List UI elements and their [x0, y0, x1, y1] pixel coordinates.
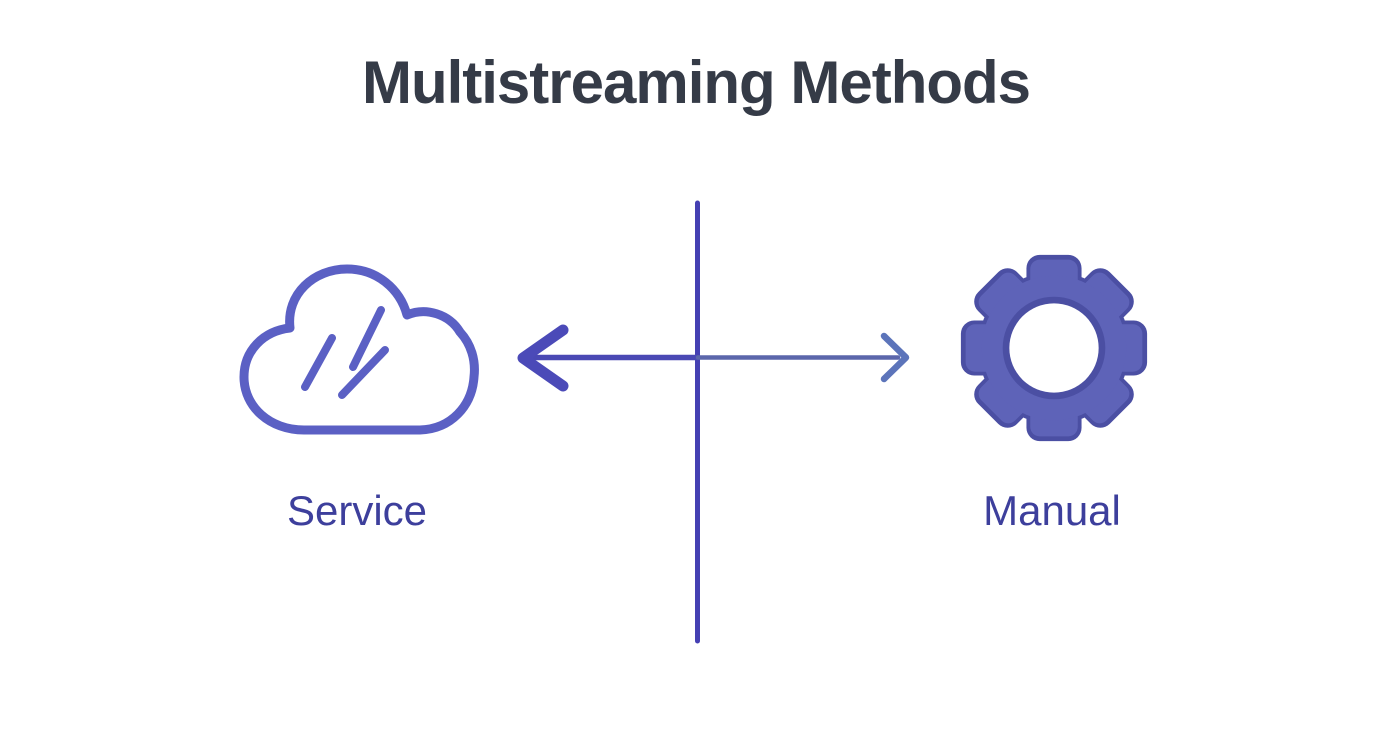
- cloud-slash-1: [301, 334, 336, 391]
- cloud-slash-3: [338, 346, 389, 399]
- gear-hole: [1009, 303, 1099, 393]
- cloud-icon: [239, 264, 479, 435]
- page-title: Multistreaming Methods: [361, 49, 1031, 116]
- cloud-slash-2: [349, 306, 385, 371]
- arrowhead-left-icon: [517, 324, 569, 392]
- cloud-outline: [239, 264, 479, 435]
- label-manual: Manual: [983, 487, 1121, 534]
- arrowhead-right-icon: [880, 332, 910, 383]
- gear-icon: [960, 254, 1148, 442]
- label-service: Service: [286, 487, 428, 534]
